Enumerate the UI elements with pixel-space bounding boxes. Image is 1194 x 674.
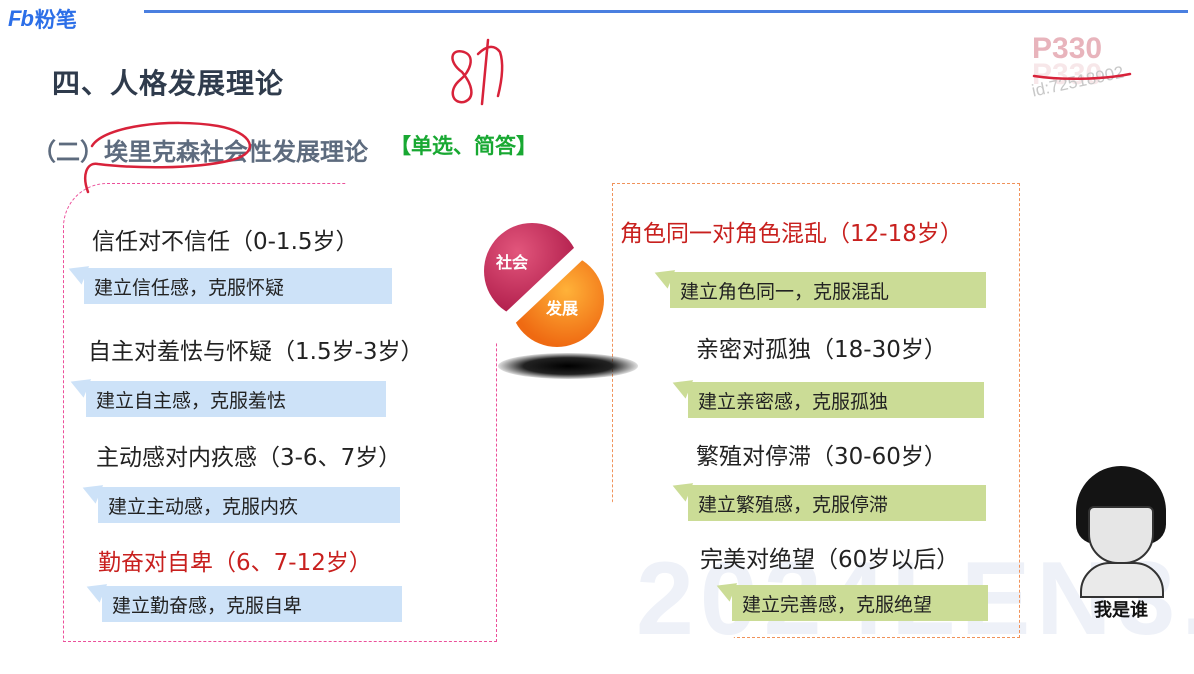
subsection-title: （二）埃里克森社会性发展理论 xyxy=(32,138,368,166)
stage-1-note: 建立信任感，克服怀疑 xyxy=(84,268,392,304)
handwritten-arrow xyxy=(476,38,504,106)
meme-caption: 我是谁 xyxy=(1094,600,1148,621)
stage-7-note: 建立繁殖感，克服停滞 xyxy=(688,485,986,521)
stage-6-note: 建立亲密感，克服孤独 xyxy=(688,382,984,418)
who-am-i-meme: 我是谁 xyxy=(1066,466,1176,626)
stage-4-note: 建立勤奋感，克服自卑 xyxy=(102,586,402,622)
question-type-tag: 【单选、简答】 xyxy=(390,134,537,158)
society-label: 社会 xyxy=(496,253,529,272)
handwritten-8 xyxy=(451,50,473,104)
section-title: 四、人格发展理论 xyxy=(52,67,285,100)
stage-2-note: 建立自主感，克服羞怯 xyxy=(86,381,386,417)
left-stage-panel xyxy=(63,183,497,642)
stage-3-note: 建立主动感，克服内疚 xyxy=(98,487,400,523)
stage-7-title: 繁殖对停滞（30-60岁） xyxy=(696,444,947,470)
stage-5-title: 角色同一对角色混乱（12-18岁） xyxy=(620,221,963,247)
handwritten-circle xyxy=(84,121,252,194)
stage-2-title: 自主对羞怯与怀疑（1.5岁-3岁） xyxy=(88,339,424,365)
page-number-reflection: P330 xyxy=(1032,58,1103,91)
stage-6-title: 亲密对孤独（18-30岁） xyxy=(696,337,947,363)
page-number-underline xyxy=(1032,72,1132,81)
stage-3-title: 主动感对内疚感（3-6、7岁） xyxy=(96,445,402,471)
development-label: 发展 xyxy=(546,299,579,318)
graphic-shadow xyxy=(498,353,638,379)
logo-mark: Fb xyxy=(8,6,34,31)
stage-1-title: 信任对不信任（0-1.5岁） xyxy=(92,229,359,255)
right-stage-panel xyxy=(612,183,1020,638)
society-development-graphic: 社会 发展 xyxy=(484,215,638,385)
page-number: P330 xyxy=(1032,32,1103,65)
stage-5-note: 建立角色同一，克服混乱 xyxy=(670,272,986,308)
brand-logo: Fb 粉笔 xyxy=(8,6,77,32)
stage-4-title: 勤奋对自卑（6、7-12岁） xyxy=(98,550,372,576)
stage-8-note: 建立完善感，克服绝望 xyxy=(732,585,988,621)
header-divider xyxy=(144,10,1188,13)
stage-8-title: 完美对绝望（60岁以后） xyxy=(700,547,960,573)
logo-text: 粉笔 xyxy=(34,8,77,32)
